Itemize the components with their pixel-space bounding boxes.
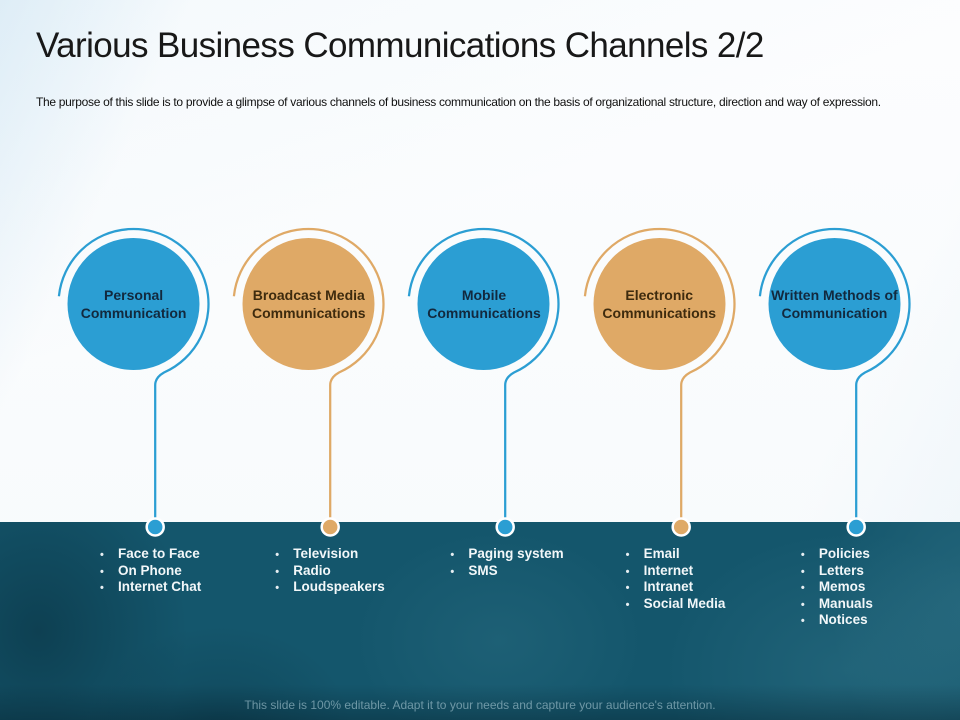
channel-circle xyxy=(768,238,901,370)
bullet-item: Policies xyxy=(801,546,922,563)
channel-balloon-graphic xyxy=(583,227,736,537)
bullet-item: Intranet xyxy=(626,579,747,596)
bullet-item: Loudspeakers xyxy=(275,579,396,596)
bullet-item: Internet xyxy=(626,563,747,580)
channel-balloon-graphic xyxy=(408,227,561,537)
connector-dot xyxy=(145,517,165,537)
channel-balloon-graphic xyxy=(232,227,385,537)
bullet-item: Internet Chat xyxy=(100,579,221,596)
channel-ring-stem xyxy=(758,227,911,527)
bullet-item: Television xyxy=(275,546,396,563)
channel-column-3: Mobile Communications xyxy=(396,222,571,544)
bullet-item: Social Media xyxy=(626,596,747,613)
channel-balloon-graphic xyxy=(57,227,210,537)
channel-circle xyxy=(67,238,200,370)
channel-ring-stem xyxy=(583,227,736,527)
bullet-item: Face to Face xyxy=(100,546,221,563)
channel-column-4: Electronic Communications xyxy=(572,222,747,544)
channel-label: Written Methods of Communication xyxy=(771,287,898,321)
channel-ring-stem xyxy=(57,227,210,527)
channel-circle xyxy=(242,238,375,370)
channel-items-2: TelevisionRadioLoudspeakers xyxy=(221,546,396,629)
channel-circle xyxy=(417,238,550,370)
channel-items-5: PoliciesLettersMemosManualsNotices xyxy=(747,546,922,630)
channel-items-1: Face to FaceOn PhoneInternet Chat xyxy=(46,546,221,629)
bullet-item: SMS xyxy=(450,563,571,580)
bullet-item: On Phone xyxy=(100,563,221,580)
connector-dot xyxy=(320,517,341,537)
bullet-item: Letters xyxy=(801,563,922,580)
channel-bullet-lists: Face to FaceOn PhoneInternet ChatTelevis… xyxy=(46,546,922,630)
bullet-item: Memos xyxy=(801,579,922,596)
connector-dot xyxy=(671,517,691,537)
channel-label: Personal Communication xyxy=(80,287,187,321)
channel-label: Broadcast Media Communications xyxy=(252,287,366,321)
channel-label: Mobile Communications xyxy=(427,287,541,321)
channel-ring-stem xyxy=(232,227,385,527)
bullet-item: Email xyxy=(626,546,747,563)
channel-balloon-graphic xyxy=(758,227,911,537)
bullet-item: Radio xyxy=(275,563,396,580)
channel-label: Electronic Communications xyxy=(602,287,716,321)
page-title: Various Business Communications Channels… xyxy=(36,26,764,65)
channel-items-4: EmailInternetIntranetSocial Media xyxy=(572,546,747,629)
channel-column-1: Personal Communication xyxy=(46,222,221,544)
channel-ring-stem xyxy=(408,227,561,527)
channel-column-2: Broadcast Media Communications xyxy=(221,222,396,544)
bullet-item: Notices xyxy=(801,612,922,629)
channel-circle xyxy=(593,238,726,370)
slide-subtitle: The purpose of this slide is to provide … xyxy=(36,95,881,109)
bullet-item: Paging system xyxy=(450,546,571,563)
channel-column-5: Written Methods of Communication xyxy=(747,222,922,544)
connector-dot xyxy=(495,517,516,537)
channel-items-3: Paging systemSMS xyxy=(396,546,571,629)
bullet-item: Manuals xyxy=(801,596,922,613)
connector-dot xyxy=(846,517,866,537)
channels-diagram: Personal Communication Broadcast Media C… xyxy=(46,222,922,544)
footer-note: This slide is 100% editable. Adapt it to… xyxy=(244,698,716,712)
